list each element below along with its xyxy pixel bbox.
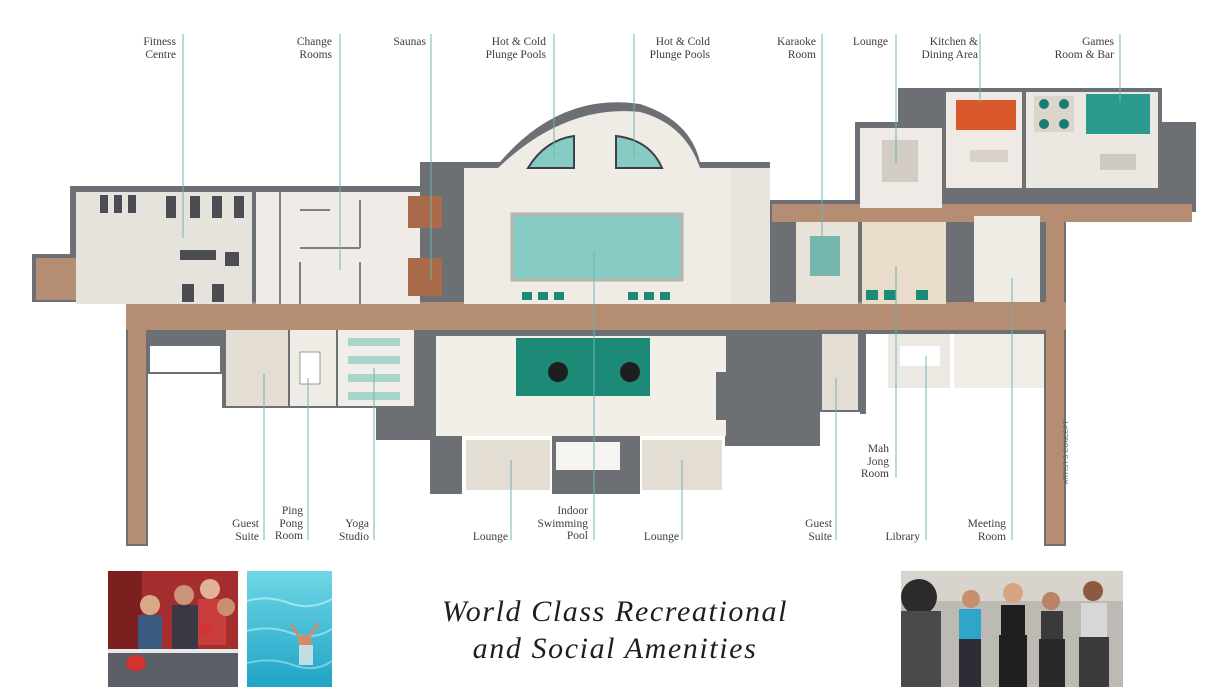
meeting-side-room — [974, 216, 1040, 302]
label-kitchen-dining: Kitchen &Dining Area — [921, 36, 978, 61]
indoor-pool-water — [510, 212, 684, 282]
page-title: World Class Recreational and Social Amen… — [441, 595, 789, 665]
ping-pong-illustration — [108, 571, 238, 687]
artists-concept-note: ARTIST'S CONCEPT — [1064, 420, 1070, 484]
label-lounge-top: Lounge — [852, 36, 888, 48]
ping-pong-photo — [108, 571, 238, 687]
corridor-left-vertical — [128, 302, 146, 544]
label-lounge-left: Lounge — [472, 531, 508, 543]
corridor-right-vertical — [1046, 206, 1064, 544]
sauna-lower — [408, 258, 442, 296]
label-lounge-right: Lounge — [643, 531, 679, 543]
corridor-horizontal — [126, 302, 1066, 330]
corridor-top-right — [772, 204, 1192, 222]
fitness-class-photo — [901, 571, 1123, 687]
floor-plan — [32, 34, 1196, 546]
guest-suite-left-floor — [226, 330, 288, 406]
swimmer-illustration — [247, 571, 332, 687]
sauna-upper — [408, 196, 442, 228]
label-library: Library — [885, 531, 920, 543]
guest-suite-right-floor — [822, 334, 858, 410]
plunge-pool-right — [615, 134, 664, 169]
fitness-class-illustration — [901, 571, 1123, 687]
swimmer-photo — [247, 571, 332, 687]
label-saunas: Saunas — [393, 36, 426, 48]
meeting-room-floor — [954, 334, 1044, 388]
lounge-left-floor — [466, 440, 550, 490]
